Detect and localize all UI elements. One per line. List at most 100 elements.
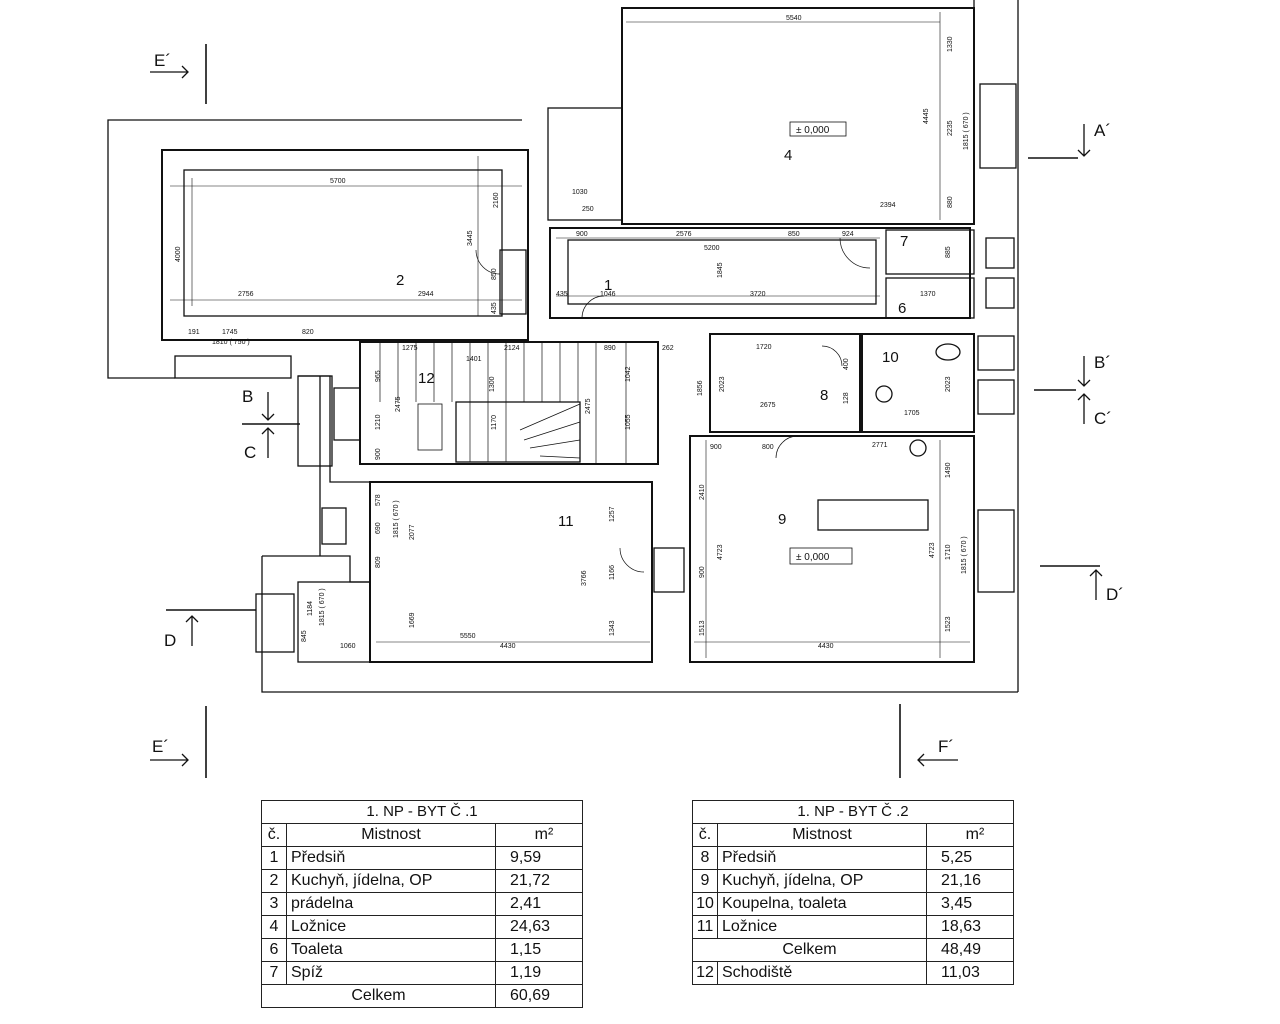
room-area: 24,63 (495, 915, 583, 939)
room-number-1: 1 (604, 277, 612, 294)
dim-label: 4430 (818, 643, 834, 650)
dim-label: 435 (491, 302, 498, 314)
dim-label: 1330 (947, 36, 954, 52)
dim-label: 578 (375, 494, 382, 506)
dim-label: 3445 (467, 230, 474, 246)
dim-label: 820 (302, 329, 314, 336)
wall-south-outer (261, 556, 1018, 693)
window-east-1 (979, 83, 1017, 169)
room-number-2: 2 (396, 272, 404, 289)
dim-label: 1845 (717, 262, 724, 278)
section-label-d-right: D´ (1106, 585, 1124, 604)
room-number: 4 (261, 915, 287, 939)
terrace-outline (107, 119, 522, 379)
room-number: 11 (692, 915, 718, 939)
section-label-e-top: E´ (154, 51, 171, 70)
wall-room-3 (547, 107, 623, 221)
dim-label: 1815 ( 670 ) (319, 588, 326, 626)
dim-label: 2771 (872, 442, 888, 449)
table-row: 3 prádelna 2,41 (261, 892, 583, 916)
dim-label: 1166 (609, 565, 616, 580)
wall-stair-outer (359, 341, 659, 465)
table-row: 8 Předsiň 5,25 (692, 846, 1014, 870)
room-name: Předsiň (717, 846, 927, 870)
kitchen-island (817, 499, 929, 531)
table-title: 1. NP - BYT Č .2 (692, 800, 1014, 824)
table-row: 11 Ložnice 18,63 (692, 915, 1014, 939)
dim-label: 4430 (500, 643, 516, 650)
table-title: 1. NP - BYT Č .1 (261, 800, 583, 824)
table-total-row: Celkem 48,49 (692, 938, 1014, 962)
dim-label: 262 (662, 345, 674, 352)
room-area: 2,41 (495, 892, 583, 916)
room-number-11: 11 (558, 513, 574, 530)
arrow-c-left (261, 427, 275, 458)
dim-label: 1710 (945, 544, 952, 560)
dim-label: 900 (375, 448, 382, 460)
room-number: 8 (692, 846, 718, 870)
section-label-e-bottom: E´ (152, 737, 169, 756)
dim-label: 5540 (786, 15, 802, 22)
room-number-4: 4 (784, 147, 792, 164)
section-label-d-left: D (164, 631, 176, 650)
dim-label: 1513 (699, 620, 706, 636)
dim-label: 2023 (719, 376, 726, 392)
dim-label: 850 (788, 231, 800, 238)
dim-label: 3766 (581, 570, 588, 586)
dim-label: 5200 (704, 245, 720, 252)
room-number: 7 (261, 961, 287, 985)
room-name: Ložnice (717, 915, 927, 939)
dim-label: 2475 (395, 396, 402, 412)
arrow-e-bottom (150, 753, 189, 767)
room-area: 21,72 (495, 869, 583, 893)
dim-label: 2576 (676, 231, 692, 238)
level-label-room-4: ± 0,000 (796, 125, 830, 136)
door-swing (581, 295, 605, 319)
dim-label: 800 (762, 444, 774, 451)
dim-label: 2410 (699, 484, 706, 500)
arrow-b-right (1077, 356, 1091, 387)
dim-label: 900 (699, 566, 706, 578)
dim-label: 191 (188, 329, 200, 336)
dim-label: 1815 ( 670 ) (393, 500, 400, 538)
window-west-1 (321, 507, 347, 545)
dim-label: 1060 (340, 643, 356, 650)
dim-label: 1815 ( 670 ) (963, 112, 970, 150)
wall-room-1-outer (549, 227, 971, 319)
room-name: Spíž (286, 961, 496, 985)
dim-label: 900 (576, 231, 588, 238)
room-name: prádelna (286, 892, 496, 916)
dim-label: 1275 (402, 345, 418, 352)
room-name: Toaleta (286, 938, 496, 962)
wall-stair-inner (455, 401, 581, 463)
wall-room-9 (689, 435, 975, 663)
dim-label: 2124 (504, 345, 520, 352)
section-label-b-left: B (242, 387, 253, 406)
room-name: Ložnice (286, 915, 496, 939)
dim-label: 4723 (717, 544, 724, 560)
dim-label: 1523 (945, 616, 952, 632)
level-marker-box (789, 547, 853, 565)
stair-treads (379, 342, 627, 464)
table-row: 12 Schodiště 11,03 (692, 961, 1014, 985)
counter-room-2 (499, 249, 527, 315)
dim-label: 2023 (945, 376, 952, 392)
room-number: 12 (692, 961, 718, 985)
wall-room-2-outer (161, 149, 529, 341)
dim-label: 2160 (493, 192, 500, 208)
section-label-c-left: C (244, 443, 256, 462)
table-row: 6 Toaleta 1,15 (261, 938, 583, 962)
total-label: Celkem (261, 984, 496, 1008)
dim-label: 690 (375, 522, 382, 534)
section-label-f: F´ (938, 737, 954, 756)
wall-room-4-outer (621, 7, 975, 225)
dim-label: 4445 (923, 108, 930, 124)
room-name: Předsiň (286, 846, 496, 870)
dim-label: 2756 (238, 291, 254, 298)
wall-room-8 (709, 333, 861, 433)
sink-fixture (875, 385, 893, 403)
dim-label: 809 (375, 556, 382, 568)
dim-label: 3720 (750, 291, 766, 298)
window-stair (333, 387, 361, 441)
dim-label: 5550 (460, 633, 476, 640)
